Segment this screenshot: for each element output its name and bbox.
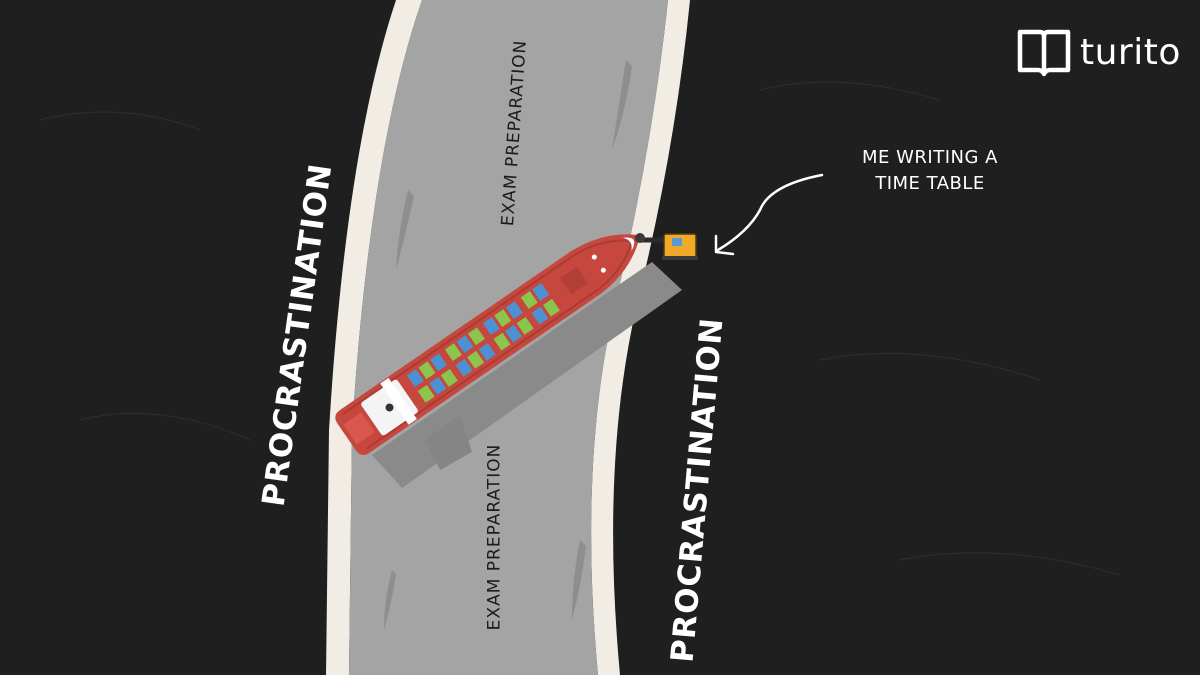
- left-bank: [326, 0, 422, 675]
- brand-name: turito: [1080, 32, 1181, 73]
- right-bank: [591, 0, 690, 675]
- brand-logo: turito: [1016, 28, 1181, 78]
- ship-anchor-port: [591, 254, 597, 260]
- excavator-tracks: [662, 256, 698, 260]
- annotation-line-1: ME WRITING A: [862, 147, 998, 168]
- excavator: [635, 233, 698, 260]
- excavator-annotation: ME WRITING A TIME TABLE: [830, 145, 1030, 197]
- ship-bridge-wing: [380, 377, 417, 425]
- ship-stern-deck: [343, 412, 375, 445]
- ship-shadow-bridge: [425, 415, 472, 470]
- ship-funnel: [385, 403, 394, 412]
- excavator-cab: [672, 238, 682, 246]
- container-stacks: [405, 281, 562, 405]
- annotation-arrow: [714, 173, 824, 256]
- ship-forward-hatch: [560, 266, 589, 295]
- container-ship: [335, 234, 641, 456]
- ship-anchor-starboard: [600, 267, 606, 273]
- excavator-bucket: [635, 233, 645, 243]
- canal-label-bottom: EXAM PREPARATION: [484, 443, 505, 631]
- water-ripples: [384, 60, 632, 630]
- open-book-icon: [1017, 29, 1071, 77]
- ship-bow-tip: [622, 237, 635, 251]
- annotation-line-2: TIME TABLE: [875, 173, 985, 194]
- ground-texture: [39, 81, 1121, 576]
